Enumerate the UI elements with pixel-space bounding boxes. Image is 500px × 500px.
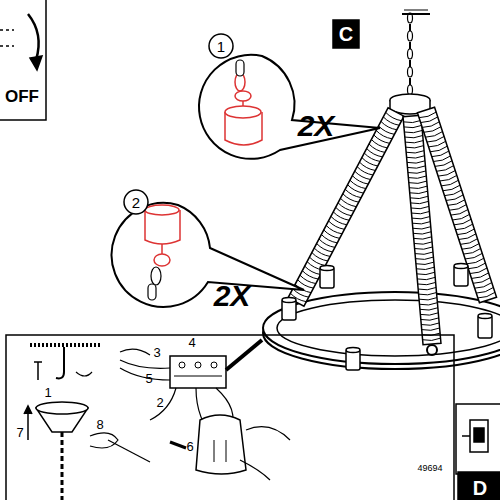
switch-label: OFF <box>5 88 39 105</box>
chain-link <box>408 13 413 23</box>
callout-number: 6 <box>186 440 193 453</box>
quantity-mark: 2X <box>214 281 251 311</box>
callout-number: 7 <box>16 426 23 439</box>
callout-number: 8 <box>96 418 103 431</box>
chain-link <box>408 31 413 41</box>
chain-link <box>408 67 413 77</box>
chain-link <box>408 49 413 59</box>
callout-number: 2 <box>132 195 140 210</box>
quantity-mark: 2X <box>298 111 335 141</box>
step-letter: D <box>473 478 487 498</box>
callout-number: 1 <box>217 39 225 54</box>
article-number: 49694 <box>417 464 442 473</box>
callout-number: 3 <box>153 346 160 359</box>
coiled-arm <box>417 107 496 303</box>
step-letter: C <box>339 24 353 44</box>
callout-number: 4 <box>188 336 195 349</box>
callout-number: 5 <box>145 372 152 385</box>
callout-number: 1 <box>44 386 51 399</box>
coiled-arm <box>288 108 404 306</box>
callout-number: 2 <box>156 396 163 409</box>
